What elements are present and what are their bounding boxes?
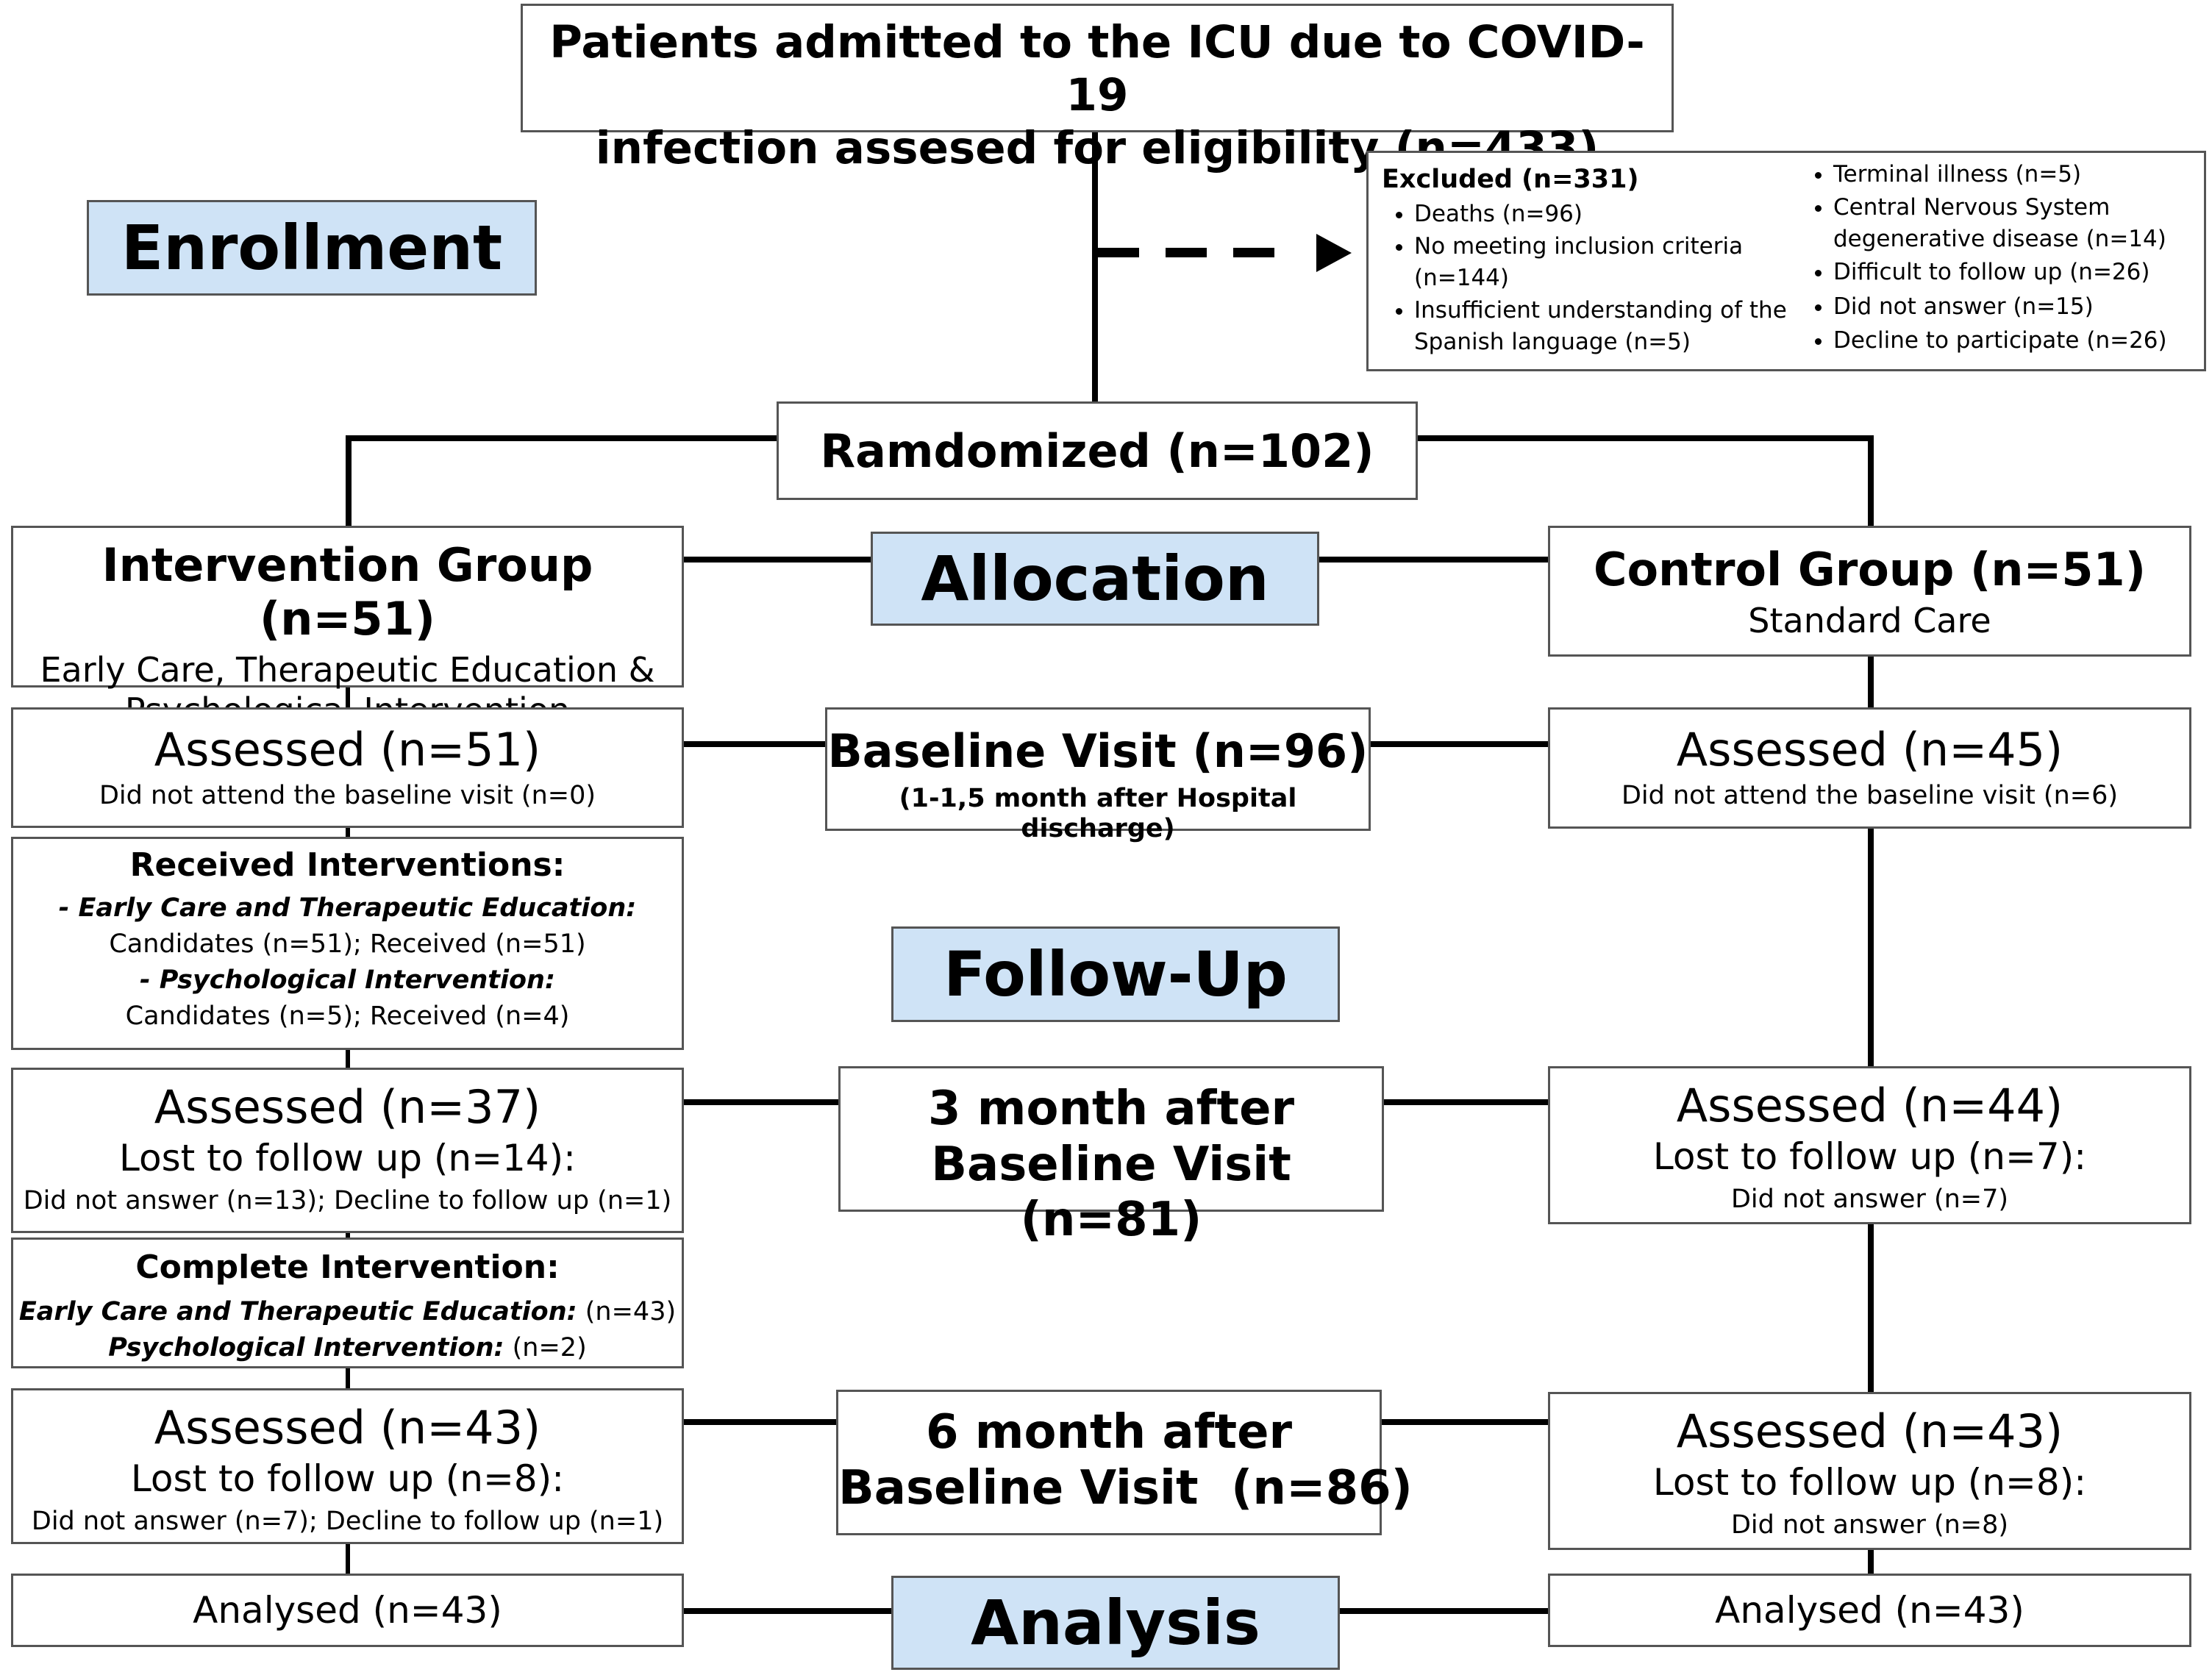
stage-label-analysis: Analysis — [891, 1576, 1340, 1670]
control-group-title: Control Group (n=51) — [1593, 543, 2147, 596]
intervention-6month-box: Assessed (n=43) Lost to follow up (n=8):… — [11, 1388, 684, 1544]
control-6month-box: Assessed (n=43) Lost to follow up (n=8):… — [1548, 1392, 2191, 1550]
control-baseline-box: Assessed (n=45) Did not attend the basel… — [1548, 707, 2191, 829]
intervention-group-sub-1: Early Care, Therapeutic Education & — [40, 650, 655, 690]
stage-label-allocation-text: Allocation — [921, 543, 1269, 615]
intervention-analysed-box: Analysed (n=43) — [11, 1574, 684, 1647]
connector-allocation-left — [682, 557, 871, 562]
six-month-line-2: Baseline Visit (n=86) — [838, 1460, 1413, 1515]
intervention-baseline-assessed: Assessed (n=51) — [154, 723, 541, 776]
complete-ec-label: Early Care and Therapeutic Education: — [18, 1296, 577, 1326]
complete-ec-row: Early Care and Therapeutic Education: (n… — [13, 1294, 682, 1330]
intervention-3month-box: Assessed (n=37) Lost to follow up (n=14)… — [11, 1068, 684, 1233]
excluded-item: Deaths (n=96) — [1414, 197, 1801, 232]
three-month-box: 3 month after Baseline Visit (n=81) — [838, 1066, 1384, 1247]
complete-intervention-title: Complete Intervention: — [135, 1249, 560, 1286]
control-3month-assessed: Assessed (n=44) — [1676, 1079, 2063, 1132]
excluded-item: Decline to participate (n=26) — [1833, 324, 2183, 358]
excluded-box: Excluded (n=331) Deaths (n=96) No meetin… — [1366, 151, 2206, 371]
control-baseline-assessed: Assessed (n=45) — [1676, 723, 2063, 776]
stage-label-enrollment-text: Enrollment — [121, 212, 503, 284]
intervention-3month-assessed: Assessed (n=37) — [154, 1080, 541, 1134]
connector-left-drop — [346, 435, 352, 526]
baseline-visit-box: Baseline Visit (n=96) (1-1,5 month after… — [825, 707, 1371, 843]
baseline-visit-subtitle: (1-1,5 month after Hospital discharge) — [899, 784, 1297, 844]
complete-psy-label: Psychological Intervention: — [108, 1332, 504, 1362]
connector-excluded-dash-2 — [1166, 248, 1207, 257]
intervention-6month-detail: Did not answer (n=7); Decline to follow … — [31, 1507, 664, 1537]
connector-randomized-right — [1416, 435, 1874, 441]
complete-ec-value: (n=43) — [585, 1296, 677, 1326]
intervention-6month-assessed: Assessed (n=43) — [154, 1401, 541, 1454]
eligibility-box: Patients admitted to the ICU due to COVI… — [521, 4, 1674, 174]
intervention-analysed-text: Analysed (n=43) — [193, 1589, 502, 1632]
control-6month-assessed: Assessed (n=43) — [1676, 1404, 2063, 1458]
received-ec-value: Candidates (n=51); Received (n=51) — [109, 929, 586, 959]
connector-right-drop — [1868, 435, 1874, 526]
control-analysed-text: Analysed (n=43) — [1715, 1589, 2024, 1632]
connector-top-to-randomized — [1092, 132, 1098, 404]
control-3month-box: Assessed (n=44) Lost to follow up (n=7):… — [1548, 1066, 2191, 1224]
excluded-item: Difficult to follow up (n=26) — [1833, 255, 2183, 290]
randomized-box: Ramdomized (n=102) — [777, 401, 1418, 500]
complete-intervention-box: Complete Intervention: Early Care and Th… — [11, 1238, 684, 1368]
stage-label-allocation: Allocation — [871, 532, 1319, 626]
connector-allocation-right — [1316, 557, 1548, 562]
complete-psy-row: Psychological Intervention: (n=2) — [13, 1330, 682, 1366]
excluded-list-right: Terminal illness (n=5) Central Nervous S… — [1801, 157, 2183, 358]
six-month-line-1: 6 month after — [925, 1405, 1293, 1460]
connector-randomized-left — [346, 435, 778, 441]
control-group-sub: Standard Care — [1748, 601, 1991, 641]
baseline-visit-title: Baseline Visit (n=96) — [827, 724, 1369, 778]
control-group-box: Control Group (n=51) Standard Care — [1548, 526, 2191, 657]
intervention-group-title: Intervention Group (n=51) — [101, 538, 593, 646]
excluded-list-left: Deaths (n=96) No meeting inclusion crite… — [1382, 197, 1801, 359]
complete-psy-value: (n=2) — [512, 1332, 587, 1362]
control-analysed-box: Analysed (n=43) — [1548, 1574, 2191, 1647]
connector-analysis-left — [682, 1608, 892, 1614]
control-6month-detail: Did not answer (n=8) — [1730, 1510, 2009, 1540]
intervention-baseline-detail: Did not attend the baseline visit (n=0) — [99, 781, 596, 811]
intervention-group-box: Intervention Group (n=51) Early Care, Th… — [11, 526, 684, 730]
received-interventions-box: Received Interventions: - Early Care and… — [11, 837, 684, 1050]
intervention-6month-lost: Lost to follow up (n=8): — [130, 1457, 565, 1501]
connector-baseline-right — [1368, 741, 1548, 747]
connector-excluded-dash-3 — [1233, 248, 1274, 257]
arrow-right-icon — [1316, 234, 1352, 272]
intervention-3month-detail: Did not answer (n=13); Decline to follow… — [23, 1186, 672, 1216]
six-month-box: 6 month after Baseline Visit (n=86) — [836, 1390, 1413, 1535]
intervention-baseline-box: Assessed (n=51) Did not attend the basel… — [11, 707, 684, 828]
stage-label-analysis-text: Analysis — [971, 1587, 1260, 1659]
received-interventions-title: Received Interventions: — [129, 846, 566, 884]
stage-label-follow-up: Follow-Up — [891, 926, 1340, 1022]
control-3month-detail: Did not answer (n=7) — [1730, 1185, 2009, 1215]
received-ec-label: - Early Care and Therapeutic Education: — [58, 893, 637, 923]
stage-label-enrollment: Enrollment — [87, 200, 537, 296]
connector-excluded-dash-1 — [1098, 248, 1139, 257]
control-baseline-detail: Did not attend the baseline visit (n=6) — [1621, 781, 2119, 811]
three-month-line-2: Baseline Visit (n=81) — [931, 1137, 1291, 1248]
received-psy-label: - Psychological Intervention: — [140, 965, 555, 995]
excluded-item: Did not answer (n=15) — [1833, 290, 2183, 324]
excluded-item: Central Nervous System degenerative dise… — [1833, 192, 2183, 256]
excluded-item: No meeting inclusion criteria (n=144) — [1414, 231, 1801, 295]
received-psy-value: Candidates (n=5); Received (n=4) — [125, 1001, 570, 1031]
connector-m6-left — [682, 1419, 837, 1425]
connector-m6-right — [1379, 1419, 1548, 1425]
excluded-item: Terminal illness (n=5) — [1833, 157, 2183, 192]
control-6month-lost: Lost to follow up (n=8): — [1652, 1461, 2087, 1504]
eligibility-line-1: Patients admitted to the ICU due to COVI… — [549, 16, 1645, 121]
control-3month-lost: Lost to follow up (n=7): — [1652, 1135, 2087, 1179]
randomized-text: Ramdomized (n=102) — [820, 424, 1374, 478]
connector-m3-right — [1381, 1099, 1548, 1105]
excluded-title: Excluded (n=331) — [1382, 165, 1639, 194]
connector-analysis-right — [1338, 1608, 1548, 1614]
connector-m3-left — [682, 1099, 840, 1105]
three-month-line-1: 3 month after — [927, 1082, 1295, 1136]
stage-label-follow-up-text: Follow-Up — [943, 938, 1288, 1010]
intervention-3month-lost: Lost to follow up (n=14): — [119, 1137, 576, 1180]
connector-baseline-left — [682, 741, 827, 747]
excluded-item: Insufficient understanding of the Spanis… — [1414, 295, 1801, 359]
